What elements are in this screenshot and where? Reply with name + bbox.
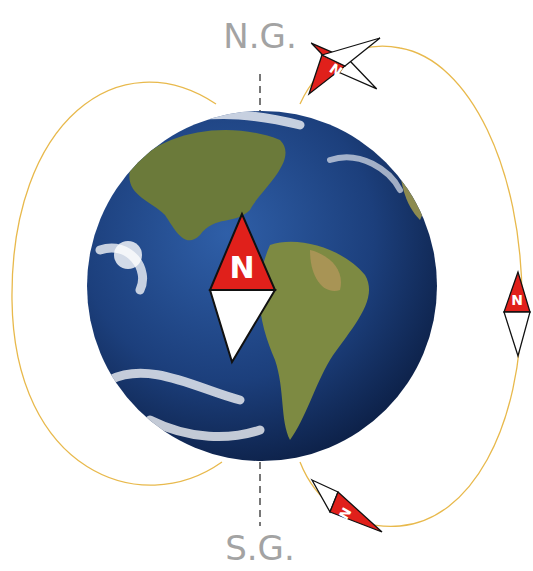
axis-line — [259, 462, 261, 526]
continent — [310, 250, 341, 291]
earth-globe — [87, 111, 437, 461]
compass-needle — [504, 312, 530, 356]
compass-needle — [504, 272, 530, 312]
axis-line — [259, 74, 261, 112]
cloud — [330, 157, 400, 190]
compass-needle — [210, 214, 275, 290]
pole-label: N.G. — [223, 19, 296, 53]
continent — [400, 150, 424, 220]
cloud — [114, 241, 142, 269]
continent — [129, 130, 285, 240]
compass-needle — [322, 38, 380, 66]
continent — [259, 242, 369, 440]
compass-needle — [330, 492, 382, 532]
compass-letter: N — [511, 293, 523, 307]
cloud — [100, 115, 300, 437]
compass-letter: N — [229, 253, 254, 283]
pole-label: S.G. — [225, 531, 295, 565]
compass-needle — [210, 290, 275, 362]
